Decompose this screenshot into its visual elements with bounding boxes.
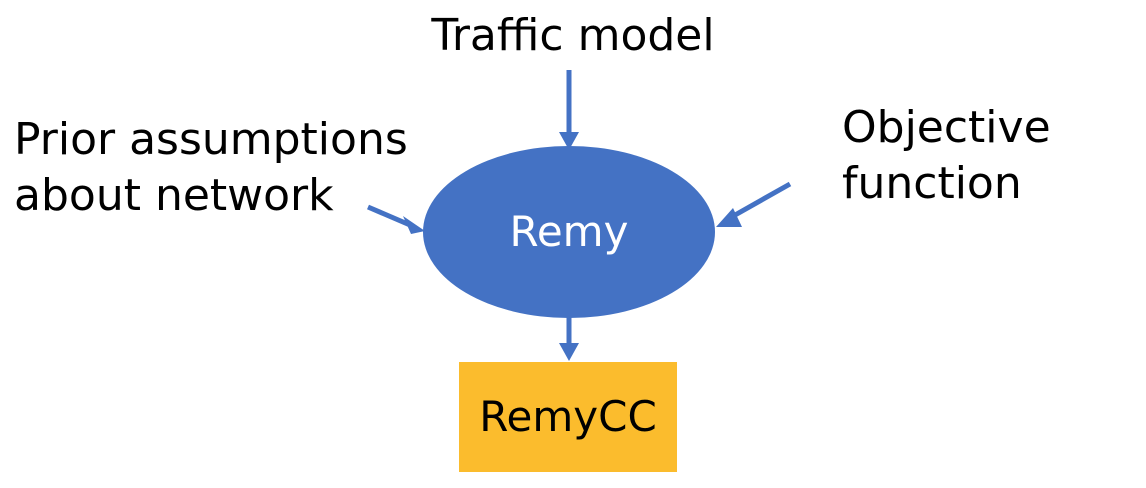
arrow-traffic-to-remy [559,70,579,150]
remy-ellipse [423,146,715,318]
arrow-remy-to-remycc [559,310,579,361]
objective-function-line1: Objective [842,102,1051,153]
objective-function-label: Objective function [842,100,1051,212]
arrow-prior-to-remy [367,204,425,234]
traffic-model-label: Traffic model [431,10,715,61]
remycc-box [459,362,677,472]
objective-function-line2: function [842,158,1022,209]
prior-assumptions-line2: about network [14,170,334,221]
arrow-objective-to-remy [716,181,792,227]
remy-label: Remy [509,207,629,256]
prior-assumptions-label: Prior assumptions about network [14,112,408,224]
remycc-label: RemyCC [479,392,657,441]
prior-assumptions-line1: Prior assumptions [14,114,408,165]
